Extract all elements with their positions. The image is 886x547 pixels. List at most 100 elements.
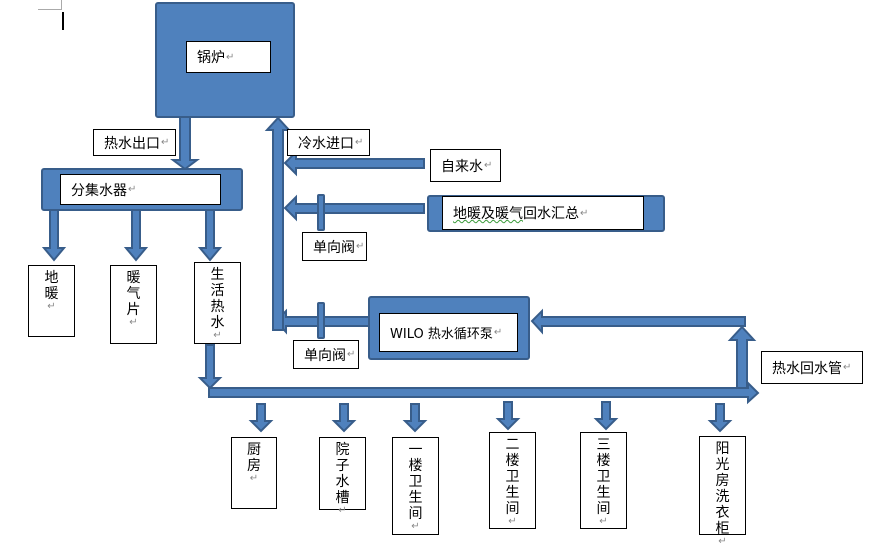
return-summary-pipe (283, 194, 425, 222)
page-margin-mark-vertical (61, 0, 62, 10)
paragraph-mark: ↵ (580, 207, 589, 219)
arrow-to-radiator (123, 209, 149, 262)
vertical-label-char: 槽 (335, 490, 350, 506)
vertical-label-char: 卫 (505, 469, 520, 485)
tap-water-label[interactable]: 自来水↵ (430, 149, 501, 182)
vertical-label-char: 水 (335, 474, 350, 490)
paragraph-mark: ↵ (484, 160, 493, 171)
check-valve-lower-text: 单向阀 (304, 347, 346, 364)
paragraph-mark: ↵ (843, 362, 852, 373)
cold-water-riser-pipe (264, 116, 292, 331)
pump-label[interactable]: WILO 热水循环泵↵ (379, 313, 518, 352)
paragraph-mark: ↵ (508, 516, 517, 527)
outlet-bathroom-floor-3[interactable]: 三楼卫生间↵ (580, 432, 627, 529)
arrow-to-bathroom-floor-2 (495, 401, 521, 431)
vertical-label-char: 卫 (408, 474, 423, 490)
vertical-label-char: 楼 (408, 458, 423, 474)
vertical-label-char: 片 (126, 302, 141, 318)
check-valve-lower-label[interactable]: 单向阀↵ (293, 340, 359, 369)
vertical-label-char: 卫 (596, 469, 611, 485)
vertical-label-char: 间 (505, 501, 520, 517)
vertical-label-char: 房 (715, 473, 730, 489)
paragraph-mark: ↵ (128, 184, 137, 195)
hot-water-return-pipe-text: 热水回水管 (772, 360, 842, 377)
vertical-label-char: 洗 (715, 489, 730, 505)
paragraph-mark: ↵ (347, 349, 356, 360)
vertical-label-char: 房 (247, 458, 261, 474)
vertical-label-char: 一 (408, 442, 423, 458)
branch-floor-heating[interactable]: 地暖↵ (28, 265, 75, 337)
hot-water-return-pipe-label[interactable]: 热水回水管↵ (761, 351, 863, 384)
manifold-text: 分集水器 (71, 182, 127, 199)
vertical-label-char: 光 (715, 457, 730, 473)
page-margin-mark-horizontal (38, 9, 62, 10)
hot-water-outlet-text: 热水出口 (104, 135, 160, 152)
vertical-label-char: 子 (335, 458, 350, 474)
vertical-label-char: 三 (596, 437, 611, 453)
vertical-label-char: 楼 (505, 453, 520, 469)
outlet-kitchen[interactable]: 厨房↵ (231, 437, 277, 509)
outlet-yard-sink[interactable]: 院子水槽↵ (319, 437, 366, 516)
check-valve-lower-stem (317, 302, 325, 339)
check-valve-upper-label[interactable]: 单向阀↵ (302, 232, 367, 261)
paragraph-mark: ↵ (129, 317, 138, 328)
paragraph-mark: ↵ (249, 473, 259, 484)
return-summary-text: 地暖及暖气回水汇总 (453, 203, 579, 223)
arrow-to-bathroom-floor-3 (593, 401, 619, 431)
vertical-label-char: 衣 (715, 505, 730, 521)
spellcheck-flagged-text: 地暖及暖气 (453, 206, 523, 222)
arrow-to-yard-sink (331, 403, 357, 433)
vertical-label-char: 生 (210, 267, 225, 283)
outlet-bathroom-floor-2[interactable]: 二楼卫生间↵ (489, 432, 536, 529)
boiler-label-text: 锅炉 (197, 50, 225, 66)
branch-radiator[interactable]: 暖气片↵ (110, 265, 157, 344)
boiler-label[interactable]: 锅炉↵ (186, 41, 271, 73)
vertical-label-char: 生 (505, 485, 520, 501)
hot-water-outlet-label[interactable]: 热水出口↵ (93, 129, 176, 156)
vertical-label-char: 地 (44, 270, 59, 286)
vertical-label-char: 生 (596, 485, 611, 501)
paragraph-mark: ↵ (356, 241, 365, 252)
paragraph-mark: ↵ (338, 505, 347, 516)
vertical-label-char: 水 (210, 315, 225, 331)
manifold-label[interactable]: 分集水器↵ (60, 174, 221, 205)
paragraph-mark: ↵ (599, 516, 608, 527)
outlet-sunroom-laundry[interactable]: 阳光房洗衣柜↵ (699, 436, 746, 547)
return-summary-rest: 回水汇总 (523, 206, 579, 222)
paragraph-mark: ↵ (161, 137, 170, 148)
vertical-label-char: 暖 (126, 270, 141, 286)
arrow-boiler-to-manifold (170, 116, 200, 171)
paragraph-mark: ↵ (411, 521, 420, 532)
tap-water-text: 自来水 (441, 158, 483, 175)
vertical-label-char: 厨 (247, 442, 261, 458)
vertical-label-char: 楼 (596, 453, 611, 469)
vertical-label-char: 柜 (715, 521, 730, 537)
check-valve-upper-stem (317, 194, 325, 231)
check-valve-upper-text: 单向阀 (313, 239, 355, 256)
paragraph-mark: ↵ (355, 137, 364, 148)
arrow-to-domestic-hot-water (197, 209, 223, 262)
vertical-label-char: 二 (505, 437, 520, 453)
arrow-dhw-to-main (197, 344, 223, 390)
vertical-label-char: 阳 (715, 441, 730, 457)
arrow-to-kitchen (248, 403, 274, 433)
vertical-label-char: 生 (408, 490, 423, 506)
tap-water-pipe (283, 149, 425, 177)
return-top-pipe (530, 308, 746, 335)
cold-water-inlet-label[interactable]: 冷水进口↵ (287, 129, 370, 156)
return-riser-pipe (727, 325, 757, 389)
vertical-label-char: 活 (210, 283, 225, 299)
outlet-bathroom-floor-1[interactable]: 一楼卫生间↵ (392, 437, 439, 535)
paragraph-mark: ↵ (493, 327, 503, 338)
vertical-label-char: 气 (126, 286, 141, 302)
vertical-label-char: 间 (408, 506, 423, 522)
arrow-to-floor-heating (41, 209, 67, 262)
pump-text: WILO 热水循环泵 (390, 327, 493, 342)
distribution-main-pipe (208, 380, 760, 405)
branch-domestic-hot-water[interactable]: 生活热水↵ (194, 262, 241, 344)
arrow-to-bathroom-floor-1 (402, 403, 428, 433)
paragraph-mark: ↵ (213, 330, 222, 341)
return-summary-label[interactable]: 地暖及暖气回水汇总↵ (442, 196, 644, 230)
arrow-to-sunroom-laundry (707, 403, 733, 433)
paragraph-mark: ↵ (226, 51, 235, 63)
